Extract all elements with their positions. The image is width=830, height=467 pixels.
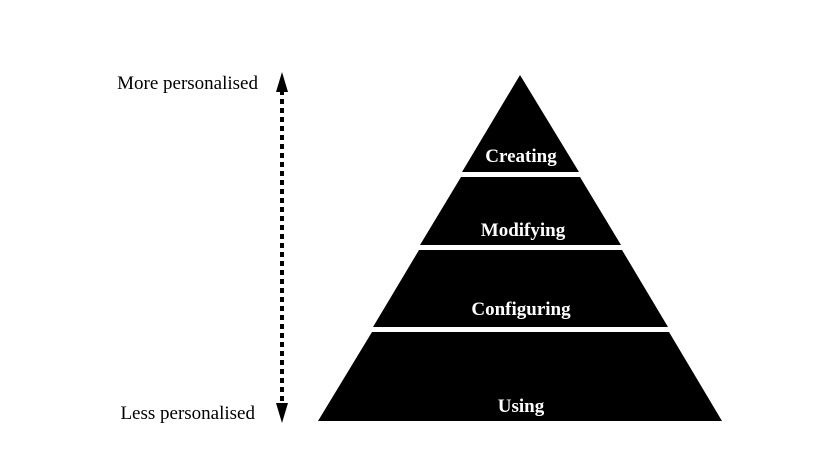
tier-label-using: Using bbox=[498, 396, 545, 417]
pyramid-tier-using bbox=[318, 332, 722, 421]
tier-label-modifying: Modifying bbox=[481, 220, 566, 241]
pyramid: Creating Modifying Configuring Using bbox=[318, 75, 722, 421]
axis-arrow-up-icon bbox=[276, 72, 288, 92]
axis-arrow-down-icon bbox=[276, 403, 288, 423]
pyramid-tier-modifying bbox=[420, 177, 621, 245]
pyramid-tier-configuring bbox=[373, 250, 668, 327]
personalisation-axis: More personalised Less personalised bbox=[117, 72, 288, 424]
axis-bottom-label: Less personalised bbox=[120, 403, 255, 424]
tier-label-creating: Creating bbox=[485, 146, 557, 167]
tier-label-configuring: Configuring bbox=[471, 299, 571, 320]
pyramid-tier-creating bbox=[462, 75, 579, 172]
axis-top-label: More personalised bbox=[117, 73, 258, 94]
